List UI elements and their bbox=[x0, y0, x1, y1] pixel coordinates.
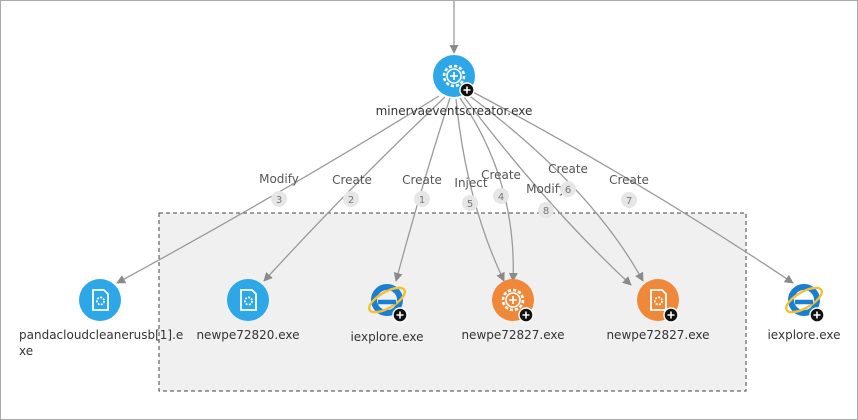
edge-order-badge bbox=[493, 188, 509, 204]
node-label: minervaeventscreator.exe bbox=[376, 104, 533, 118]
edge-order-number: 4 bbox=[498, 192, 504, 203]
edge-order-number: 3 bbox=[276, 195, 282, 206]
edge-order-badge bbox=[462, 195, 478, 211]
gear-icon bbox=[501, 288, 525, 312]
node-label: pandacloudcleanerusb[1].e bbox=[19, 328, 183, 342]
edge-order-badge bbox=[538, 202, 554, 218]
internet-explorer-icon bbox=[368, 284, 406, 316]
expand-plus-icon[interactable] bbox=[518, 307, 534, 323]
edge-create-7[interactable]: Create 7 bbox=[470, 90, 794, 284]
edge-create-2[interactable]: Create 2 bbox=[263, 96, 446, 282]
expand-plus-icon[interactable] bbox=[663, 307, 679, 323]
process-node-iexplore-2[interactable]: iexplore.exe bbox=[767, 283, 841, 342]
edge-inject-5[interactable]: Inject 5 bbox=[454, 98, 505, 282]
edge-order-number: 2 bbox=[348, 195, 354, 206]
edge-order-number: 8 bbox=[543, 206, 549, 217]
internet-explorer-icon bbox=[785, 284, 823, 316]
gear-icon bbox=[442, 64, 466, 88]
file-gear-icon bbox=[240, 289, 257, 311]
process-node-newpe72827-a[interactable]: newpe72827.exe bbox=[461, 279, 565, 342]
node-label: newpe72820.exe bbox=[196, 328, 299, 342]
edge-label: Create bbox=[548, 162, 588, 176]
edge-create-1[interactable]: Create 1 bbox=[393, 97, 451, 282]
edge-create-4[interactable]: Create 4 bbox=[459, 97, 521, 282]
expand-plus-icon[interactable] bbox=[459, 82, 475, 98]
node-label: newpe72827.exe bbox=[461, 328, 564, 342]
node-label: xe bbox=[19, 344, 33, 358]
edge-modify-3[interactable]: Modify 3 bbox=[116, 95, 440, 284]
edge-create-6[interactable]: Create 6 bbox=[466, 93, 644, 282]
node-label: iexplore.exe bbox=[350, 330, 423, 344]
process-node-newpe72820[interactable]: newpe72820.exe bbox=[196, 279, 300, 342]
node-circle bbox=[79, 279, 121, 321]
edge-order-badge bbox=[271, 191, 287, 207]
edge-label: Create bbox=[609, 173, 649, 187]
edge-label: Modify bbox=[526, 182, 566, 196]
edge-order-number: 5 bbox=[467, 199, 473, 210]
edge-order-number: 7 bbox=[626, 196, 632, 207]
node-label: newpe72827.exe bbox=[606, 328, 709, 342]
expand-plus-icon[interactable] bbox=[809, 307, 825, 323]
edge-label: Inject bbox=[454, 176, 487, 190]
node-label: iexplore.exe bbox=[767, 328, 840, 342]
edge-order-number: 6 bbox=[565, 185, 571, 196]
process-node-newpe72827-b[interactable]: newpe72827.exe bbox=[606, 279, 710, 342]
file-gear-icon bbox=[650, 289, 667, 311]
edge-modify-8[interactable]: Modify 8 bbox=[463, 96, 632, 286]
process-node-pandacloudcleanerusb[interactable]: pandacloudcleanerusb[1].e xe bbox=[19, 279, 183, 358]
edge-order-badge bbox=[343, 191, 359, 207]
edge-label: Create bbox=[332, 173, 372, 187]
expand-plus-icon[interactable] bbox=[392, 307, 408, 323]
process-node-minervaeventscreator[interactable]: minervaeventscreator.exe bbox=[376, 55, 533, 118]
file-gear-icon bbox=[92, 289, 109, 311]
edge-label: Modify bbox=[259, 172, 299, 186]
edge-order-number: 1 bbox=[419, 195, 425, 206]
process-node-iexplore-1[interactable]: iexplore.exe bbox=[350, 283, 424, 344]
edge-order-badge bbox=[621, 192, 637, 208]
node-circle bbox=[227, 279, 269, 321]
edge-label: Create bbox=[481, 168, 521, 182]
edge-label: Create bbox=[402, 173, 442, 187]
edge-order-badge bbox=[414, 191, 430, 207]
edge-order-badge bbox=[560, 181, 576, 197]
